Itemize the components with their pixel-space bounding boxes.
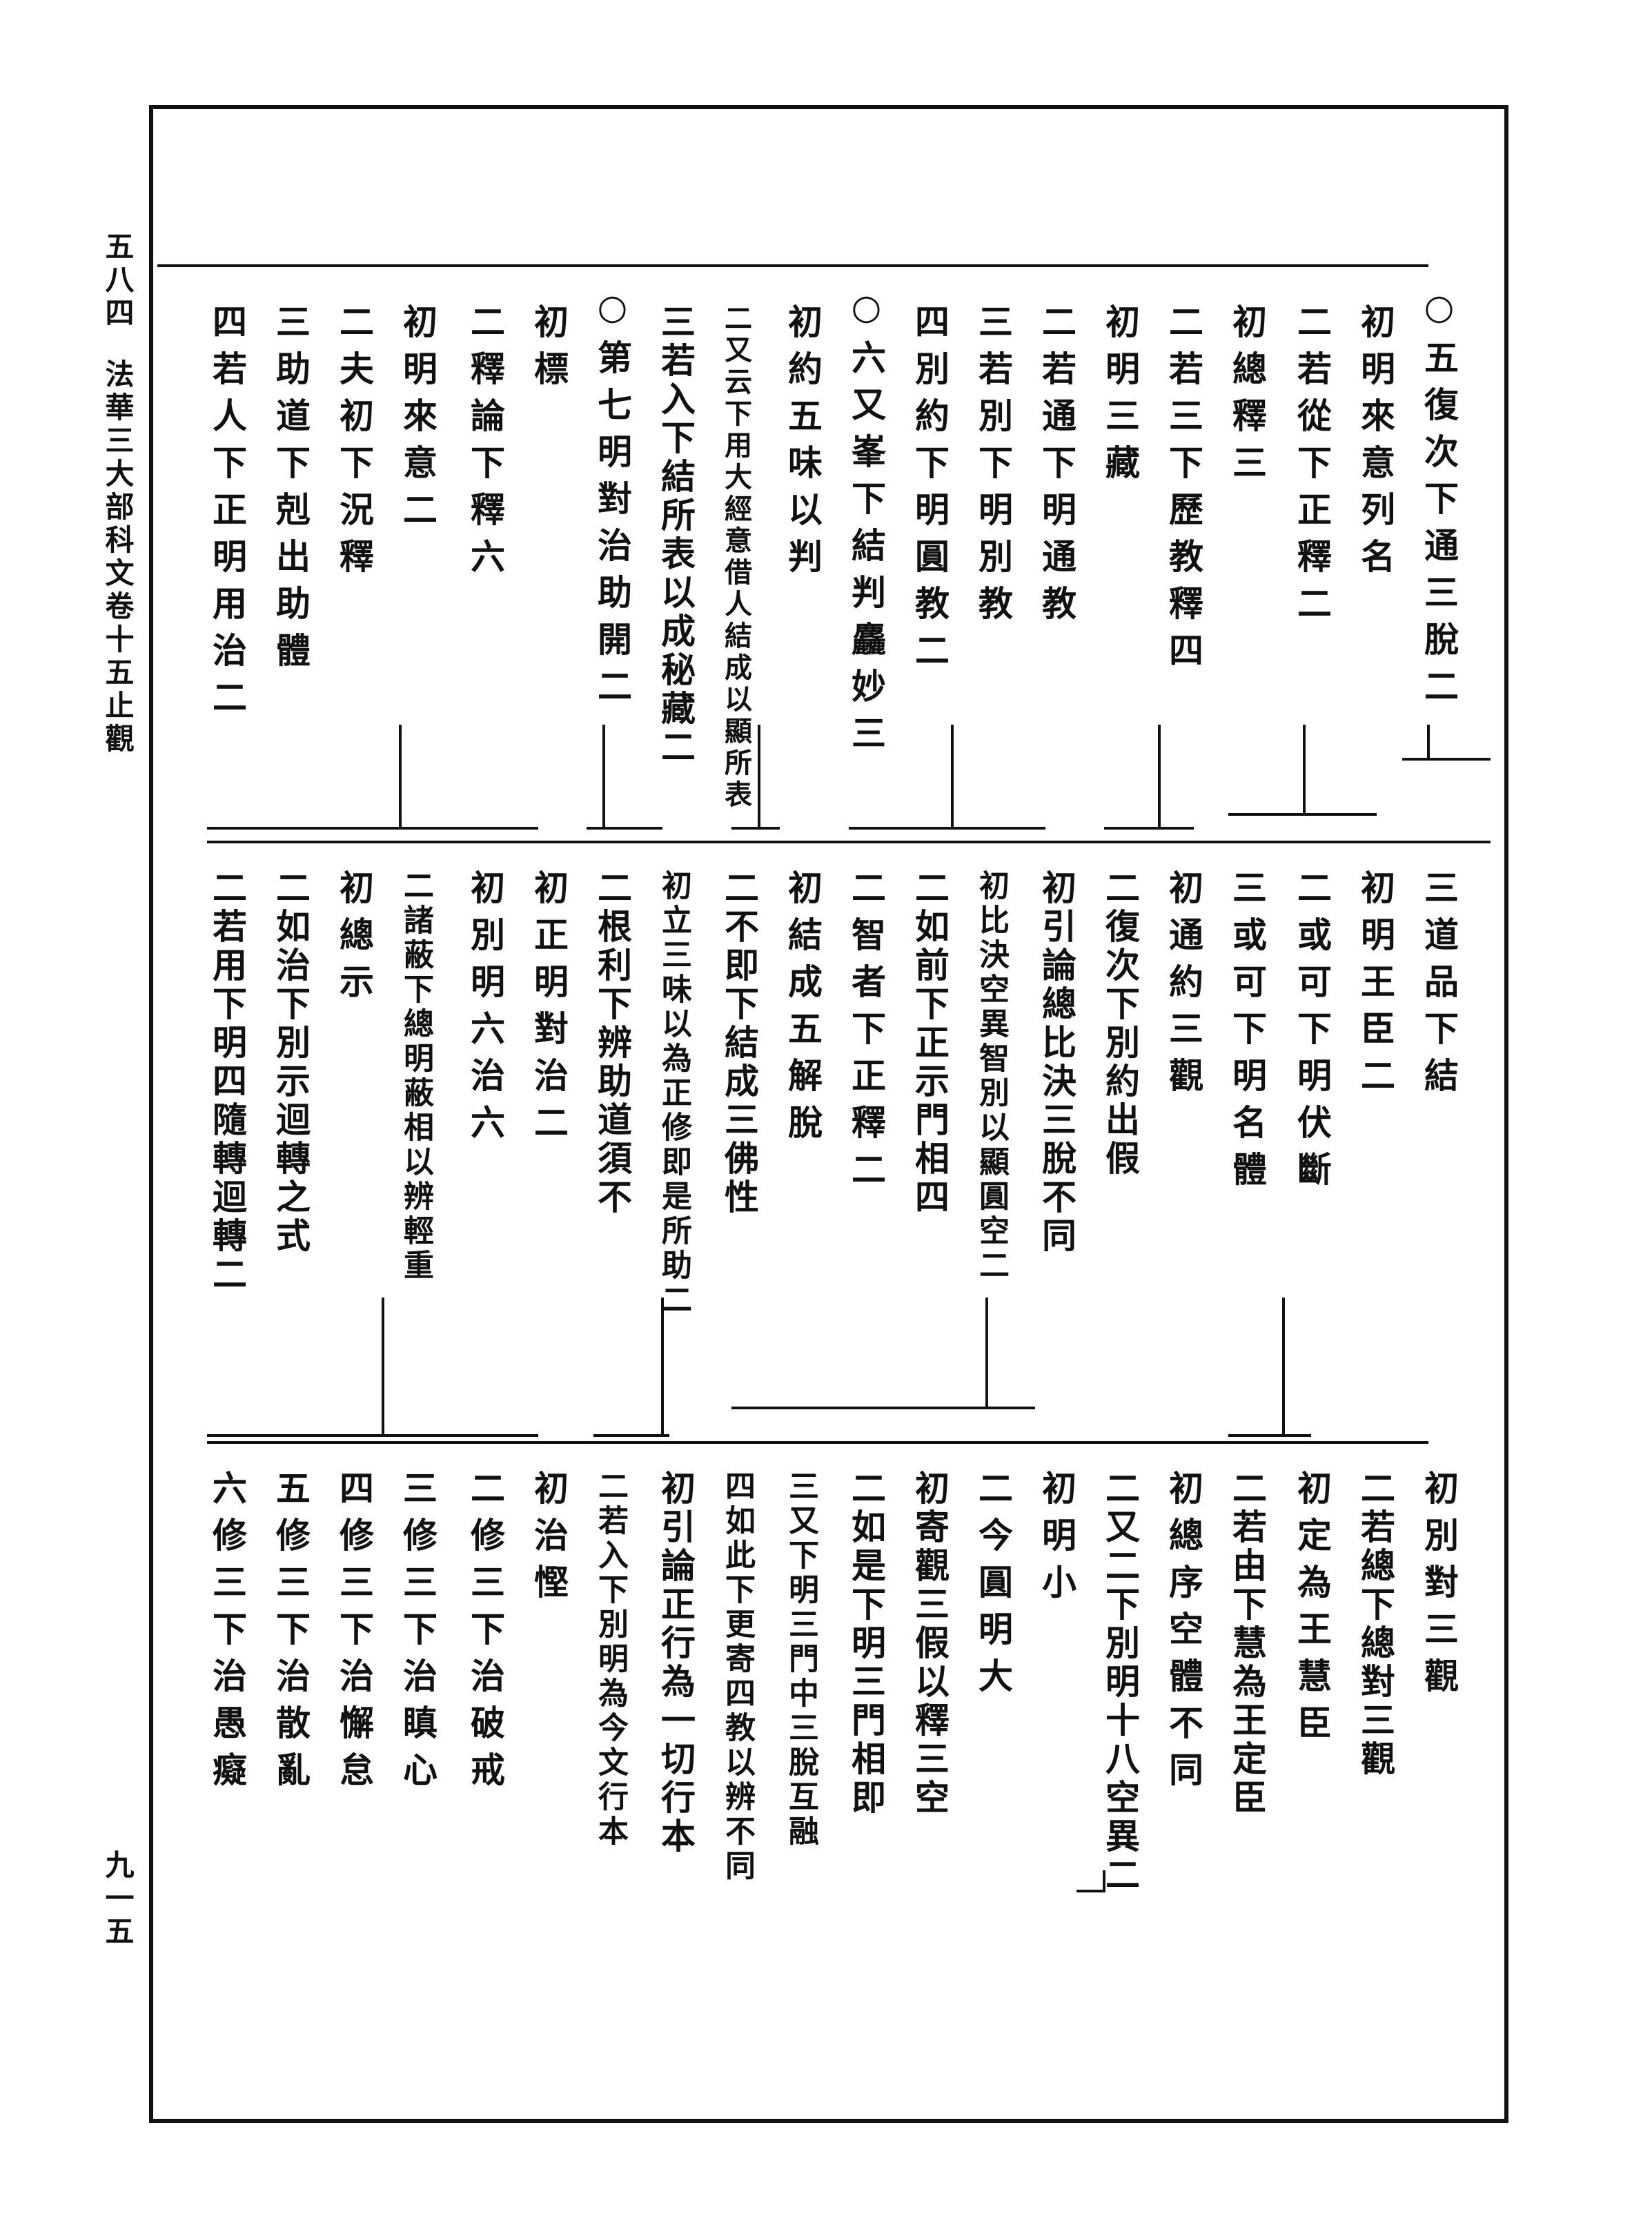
page-number: 九一五: [101, 1850, 135, 1949]
outline-entry: 二若用下明四隨轉迴轉二: [207, 870, 248, 1295]
outline-entry: 二如治下別示迴轉之式: [271, 870, 311, 1256]
page-frame: [149, 105, 1508, 2123]
outline-entry: 二又云下用大經意借人結成以顯所表: [720, 304, 752, 812]
outline-entry: 初總序空體不同: [1163, 1470, 1204, 1799]
outline-entry: 二釋論下釋六: [465, 304, 506, 585]
outline-entry: 初約五味以判: [783, 304, 823, 585]
outline-entry: 四若人下正明用治二: [207, 304, 248, 726]
volume-number: 五八四: [101, 231, 135, 331]
outline-entry: 二諸蔽下總明蔽相以辨輕重: [398, 870, 433, 1284]
outline-entry: 初明來意二: [397, 304, 438, 538]
outline-entry: 二若入下別明為今文行本: [593, 1470, 628, 1850]
outline-entry: 初結成五解脫: [783, 870, 823, 1151]
outline-entry: 二夫初下況釋: [334, 304, 375, 585]
outline-entry: 四修三下治懈怠: [334, 1470, 375, 1799]
outline-entry: 四如此下更寄四教以辨不同: [720, 1470, 755, 1884]
outline-entry: ○五復次下通三脫二: [1419, 286, 1459, 715]
outline-entry: 三若入下結所表以成秘藏二: [656, 304, 696, 767]
outline-entry: 三或可下明名體: [1227, 870, 1268, 1198]
outline-entry: 四別約下明圓教二: [909, 304, 950, 679]
outline-entry: 初治慳: [529, 1470, 569, 1611]
outline-entry: 三道品下結: [1419, 870, 1459, 1104]
outline-entry: 二若通下明通教: [1036, 304, 1077, 632]
outline-entry: 二又二下別明十八空異二: [1100, 1470, 1141, 1895]
outline-entry: 初正明對治二: [529, 870, 569, 1151]
outline-entry: 二若從下正釋二: [1292, 304, 1333, 632]
outline-entry: 二智者下正釋二: [846, 870, 887, 1198]
outline-entry: 二若總下總對三觀: [1355, 1470, 1396, 1779]
outline-entry: 初定為王慧臣: [1292, 1470, 1333, 1752]
outline-entry: 初總示: [334, 870, 375, 1010]
outline-entry: 初比決空異智別以顯圓空二: [974, 870, 1009, 1284]
outline-entry: 初寄觀三假以釋三空: [909, 1470, 950, 1818]
outline-entry: ○第七明對治助開二: [592, 286, 633, 715]
outline-entry: 二不即下結成三佛性: [719, 870, 760, 1217]
outline-entry: 初別明六治六: [465, 870, 506, 1151]
outline-entry: 三又下明三門中三脫互融: [783, 1470, 818, 1850]
outline-entry: 初明王臣二: [1355, 870, 1396, 1104]
outline-entry: 三助道下剋出助體: [271, 304, 311, 679]
outline-entry: 二今圓明大: [973, 1470, 1014, 1705]
volume-title: 法華三大部科文卷十五止觀: [101, 359, 135, 756]
outline-entry: 初明三藏: [1100, 304, 1141, 491]
outline-entry: 初通約三觀: [1163, 870, 1204, 1104]
outline-entry: 二復次下別約出假: [1100, 870, 1141, 1179]
outline-entry: 初引論總比決三脫不同: [1036, 870, 1077, 1256]
outline-entry: 二根利下辨助道須不: [592, 870, 633, 1217]
outline-entry: 初立三味以為正修即是所助二: [656, 870, 691, 1318]
outline-entry: ○六又峯下結判麤妙三: [846, 286, 887, 762]
outline-entry: 五修三下治散亂: [271, 1470, 311, 1799]
outline-entry: 初別對三觀: [1419, 1470, 1459, 1705]
outline-entry: 初明來意列名: [1355, 304, 1396, 585]
outline-entry: 二修三下治破戒: [465, 1470, 506, 1799]
outline-entry: 初明小: [1036, 1470, 1077, 1611]
outline-entry: 三修三下治瞋心: [397, 1470, 438, 1799]
outline-entry: 六修三下治愚癡: [207, 1470, 248, 1799]
outline-entry: 二如是下明三門相即: [846, 1470, 887, 1818]
outline-entry: 三若別下明別教: [973, 304, 1014, 632]
outline-entry: 二如前下正示門相四: [909, 870, 950, 1217]
outline-entry: 二或可下明伏斷: [1292, 870, 1333, 1198]
outline-entry: 初標: [529, 304, 569, 398]
outline-entry: 初總釋三: [1227, 304, 1268, 491]
outline-entry: 二若三下歷教釋四: [1163, 304, 1204, 679]
outline-entry: 二若由下慧為王定臣: [1227, 1470, 1268, 1818]
outline-entry: 初引論正行為一切行本: [656, 1470, 696, 1857]
